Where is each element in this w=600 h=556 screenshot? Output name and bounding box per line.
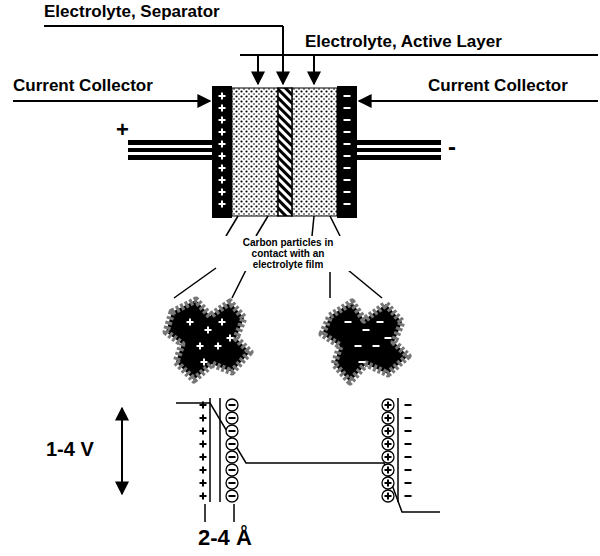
double-layer: [122, 398, 440, 522]
terminal-sign: +: [116, 118, 129, 142]
particle-leaders: [174, 216, 382, 298]
cell: [212, 86, 357, 218]
part-label: Carbon particles in contact with an elec…: [224, 236, 352, 271]
part-label: Current Collector: [428, 77, 568, 96]
carbon-particles: [166, 300, 408, 382]
terminal-sign: -: [448, 134, 456, 160]
dimension-label: 2-4 Å: [198, 526, 252, 550]
part-label: Electrolyte, Separator: [44, 3, 220, 22]
part-label: Current Collector: [13, 77, 153, 96]
dimension-label: 1-4 V: [46, 438, 94, 460]
part-label: Electrolyte, Active Layer: [305, 33, 502, 52]
